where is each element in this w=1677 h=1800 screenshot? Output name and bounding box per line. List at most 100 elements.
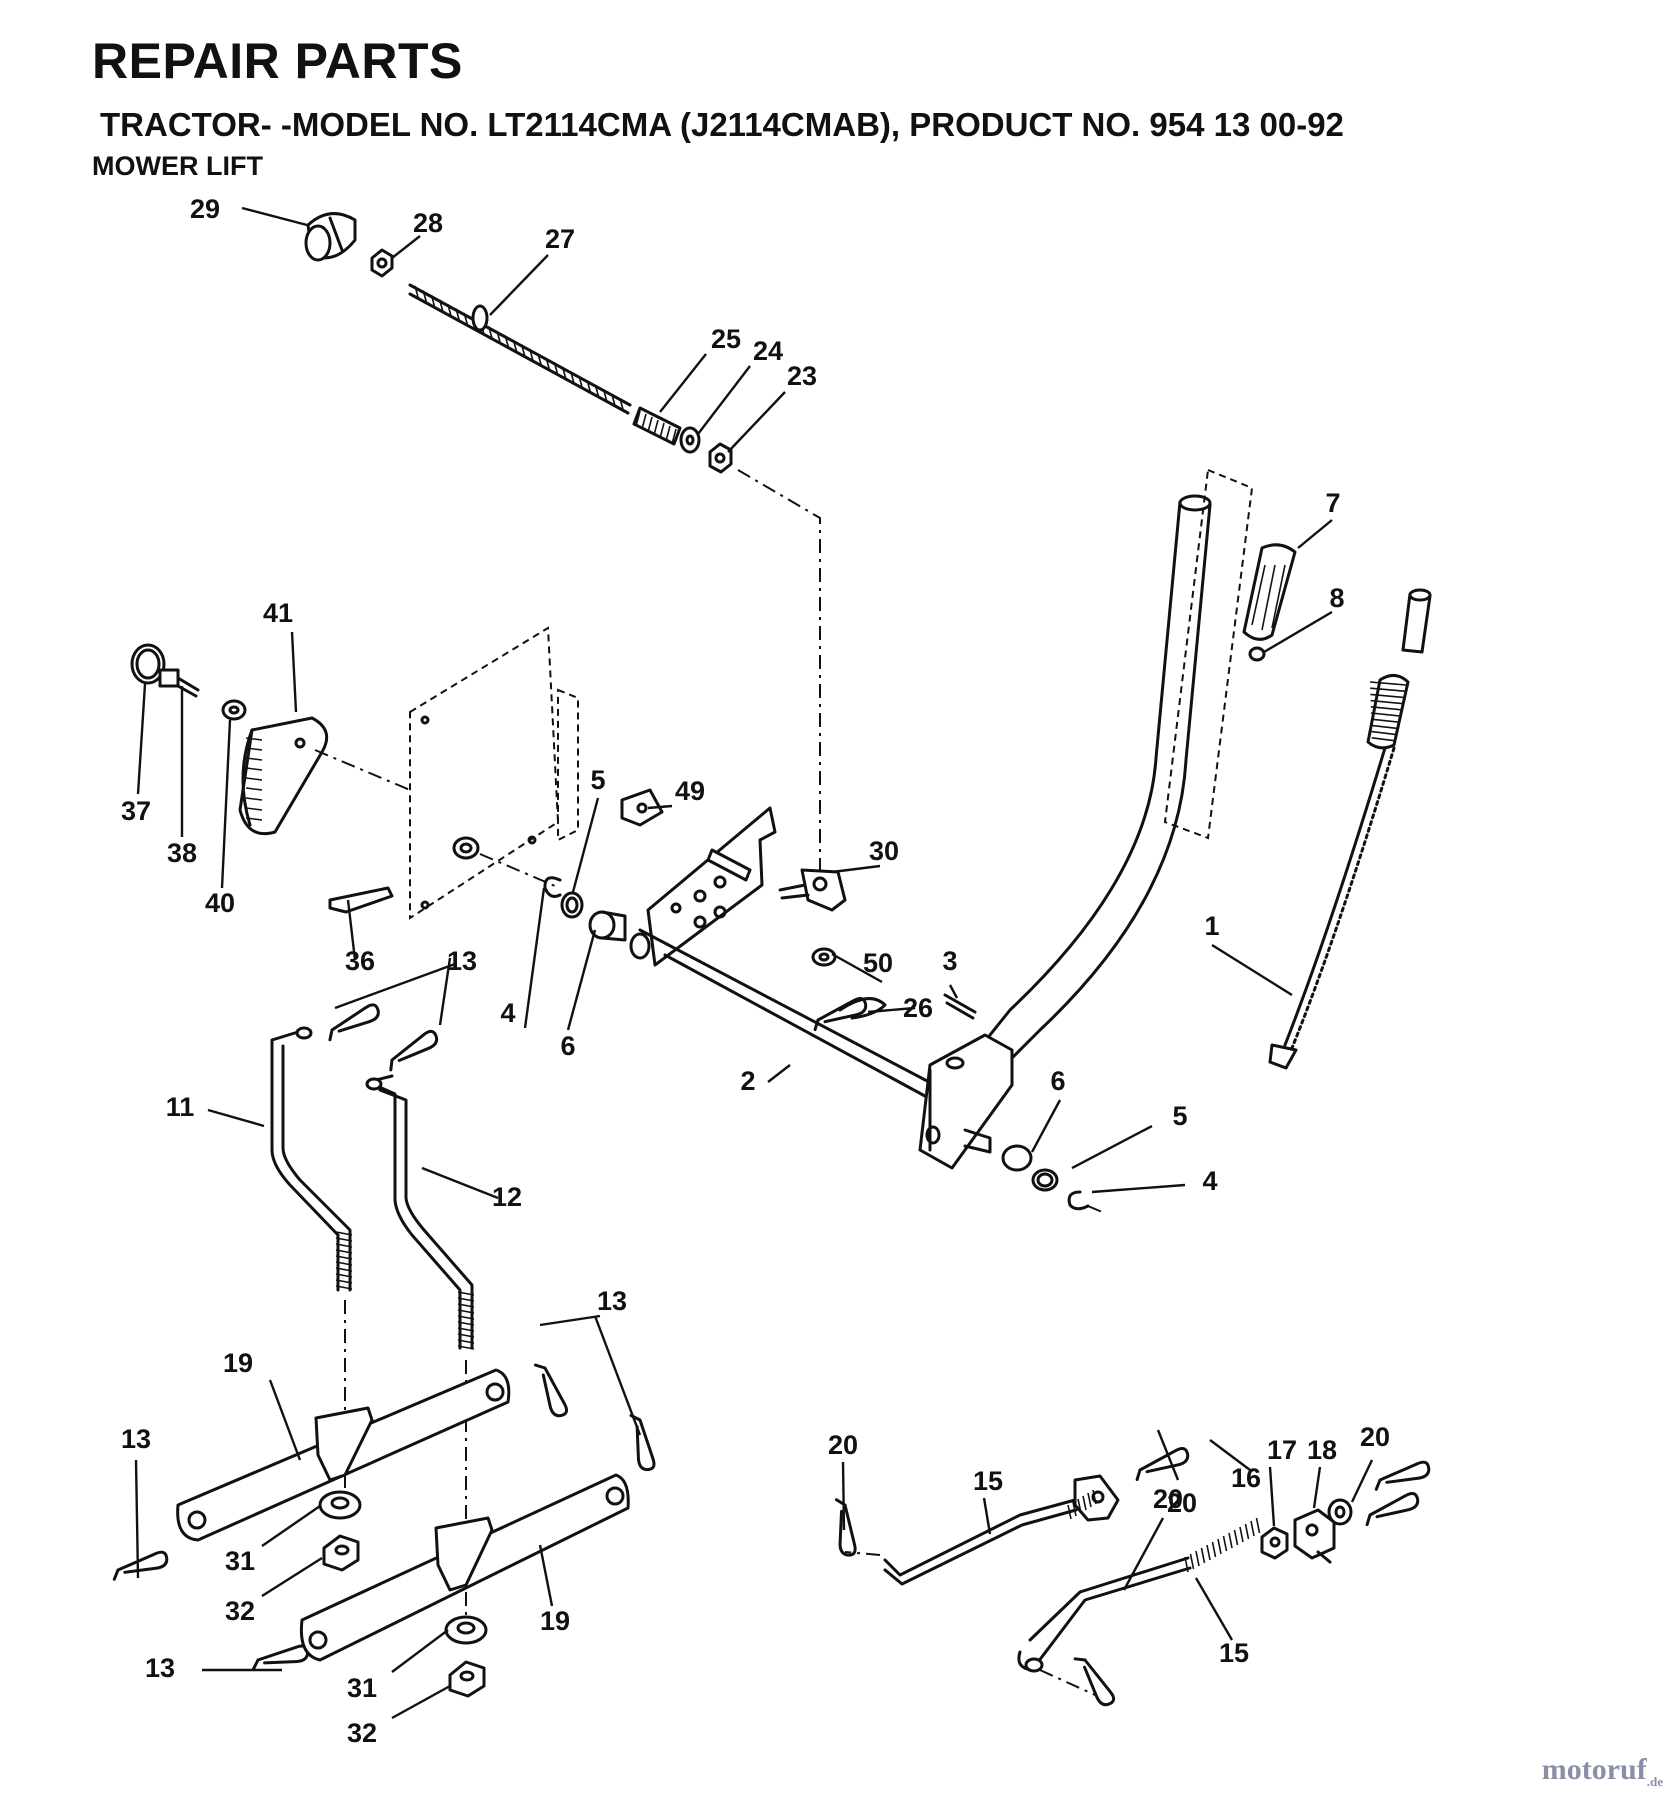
- leader-line: [1312, 1466, 1322, 1509]
- leader-line: [1194, 1577, 1234, 1641]
- leader-line: [334, 962, 456, 1010]
- part-callout: 13: [597, 1286, 627, 1316]
- hairpin-clip: [112, 1550, 169, 1581]
- leader-line: [1071, 1124, 1153, 1170]
- leader-line: [571, 797, 600, 893]
- part-callout: 19: [540, 1606, 570, 1636]
- leader-line: [1209, 1439, 1251, 1471]
- part-callout: 7: [1325, 488, 1340, 518]
- part-callout: 40: [205, 888, 235, 918]
- part-washer-5-left: [560, 891, 584, 919]
- leader-line: [727, 391, 786, 453]
- leader-line: [659, 353, 707, 413]
- part-lift-link-12: [365, 1074, 475, 1350]
- leader-line: [523, 887, 546, 1029]
- part-callout: 27: [545, 224, 575, 254]
- part-pivot-shaft-2: [629, 928, 952, 1104]
- part-handle: [948, 494, 1212, 1097]
- part-hairpin-26: [838, 997, 887, 1020]
- part-callout: 20: [1167, 1488, 1197, 1518]
- part-lift-arm-19-upper: [176, 1368, 511, 1542]
- leader-line: [982, 1497, 992, 1535]
- model-subtitle: TRACTOR- -MODEL NO. LT2114CMA (J2114CMAB…: [100, 106, 1344, 143]
- part-callout: 13: [145, 1653, 175, 1683]
- part-spacer-31-upper: [318, 1490, 362, 1520]
- leader-line: [136, 683, 147, 795]
- part-spacer-31-lower: [444, 1615, 488, 1645]
- leader-line: [1156, 1429, 1180, 1481]
- part-plate: [646, 806, 777, 967]
- leader-line: [1297, 519, 1333, 549]
- part-callout: 18: [1307, 1435, 1337, 1465]
- part-ring-37: [130, 643, 166, 685]
- part-callout: 24: [753, 336, 783, 366]
- part-callout: 19: [223, 1348, 253, 1378]
- assembly-line-rod-15b: [1039, 1669, 1096, 1696]
- mounting-panel-outline: [409, 626, 579, 920]
- part-callout: 36: [345, 946, 375, 976]
- part-callout: 5: [1172, 1101, 1187, 1131]
- hairpin-clips-13: [112, 996, 1431, 1707]
- part-callout: 3: [942, 946, 957, 976]
- hairpin-clip: [328, 1003, 380, 1042]
- part-cable-1: [1268, 588, 1432, 1070]
- part-trunnion-17: [1293, 1508, 1336, 1564]
- hairpin-clip: [533, 1363, 569, 1418]
- leader-line: [438, 957, 452, 1026]
- leader-line: [867, 1006, 916, 1014]
- part-callout: 28: [413, 208, 443, 238]
- leader-line: [767, 1064, 791, 1083]
- section-title: MOWER LIFT: [92, 151, 263, 181]
- part-callout: 8: [1329, 583, 1344, 613]
- leader-line: [268, 1379, 302, 1461]
- leader-line: [1350, 1459, 1374, 1503]
- part-callout: 2: [740, 1066, 755, 1096]
- part-washer-24: [679, 426, 701, 454]
- part-callout: 4: [1202, 1166, 1217, 1196]
- part-nut-16: [1260, 1526, 1289, 1560]
- part-arm-bracket: [918, 1033, 1014, 1170]
- part-nut-18: [1327, 1498, 1353, 1526]
- leader-line: [1122, 1517, 1165, 1591]
- leader-line: [261, 1556, 323, 1598]
- part-clip-4-left: [543, 876, 562, 898]
- part-bracket-36: [328, 886, 394, 914]
- hairpin-clip: [1365, 1491, 1420, 1527]
- diagram-header: REPAIR PARTS TRACTOR- -MODEL NO. LT2114C…: [92, 36, 1344, 180]
- part-callout: 5: [590, 765, 605, 795]
- leader-line: [346, 899, 357, 961]
- leader-line: [220, 719, 232, 889]
- part-bushing-6-right: [963, 1128, 1033, 1172]
- part-nut-32-lower: [448, 1660, 486, 1698]
- part-callout: 26: [903, 993, 933, 1023]
- part-callout: 20: [828, 1430, 858, 1460]
- part-callout: 16: [1231, 1463, 1261, 1493]
- part-callout: 13: [447, 946, 477, 976]
- assembly-line-shaft: [479, 853, 556, 887]
- part-callout: 6: [560, 1031, 575, 1061]
- watermark-logo: motoruf.de: [1541, 1753, 1663, 1789]
- part-callout: 50: [863, 948, 893, 978]
- leader-line: [489, 254, 549, 316]
- part-callout: 32: [225, 1596, 255, 1626]
- part-clip-4-right: [1067, 1190, 1103, 1213]
- part-knob-29: [304, 212, 357, 262]
- part-washer-5-right: [1031, 1168, 1059, 1192]
- assembly-line-cam: [314, 749, 411, 791]
- leader-line: [538, 1544, 554, 1607]
- hairpin-clip: [835, 1498, 857, 1557]
- part-ball-8: [1248, 646, 1266, 662]
- part-pin-3: [943, 993, 977, 1020]
- part-callout: 31: [347, 1673, 377, 1703]
- leader-line: [207, 1108, 265, 1128]
- hairpin-clip: [251, 1644, 310, 1671]
- leader-line: [566, 929, 597, 1031]
- part-washer-40: [221, 699, 247, 721]
- leader-line: [1030, 1099, 1062, 1153]
- leader-line: [948, 984, 959, 999]
- part-callout: 15: [973, 1466, 1003, 1496]
- leader-line: [539, 1314, 601, 1327]
- part-callout: 20: [1153, 1484, 1183, 1514]
- leader-line: [391, 1629, 449, 1673]
- hairpin-clip: [813, 996, 868, 1032]
